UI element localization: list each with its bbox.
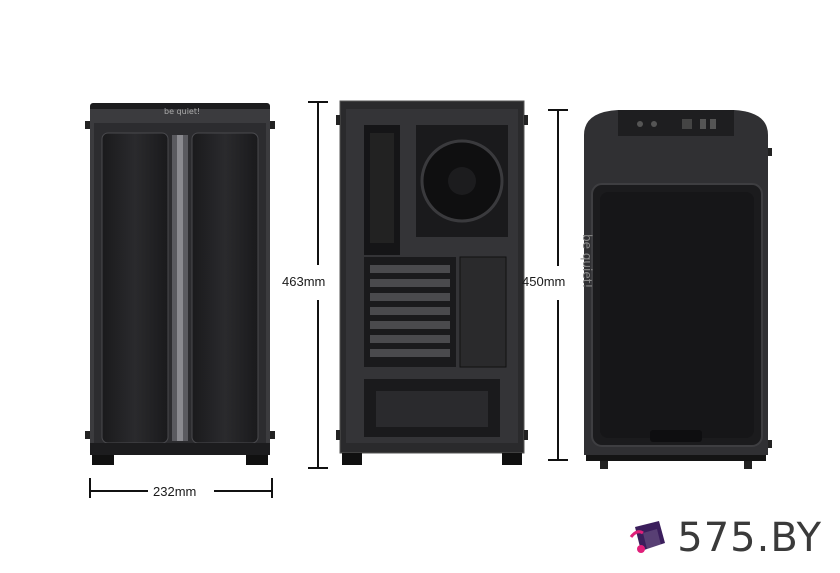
watermark-brand: 575.BY [629, 515, 822, 561]
front-foot-right [246, 455, 268, 465]
front-logo: be quiet! [164, 107, 201, 116]
side-height-dimension-line [548, 109, 568, 461]
width-dimension-line [89, 478, 273, 498]
front-right-panel [191, 132, 259, 444]
watermark-text: 575.BY [677, 515, 822, 561]
case-side-view [584, 110, 772, 469]
front-left-panel [101, 132, 169, 444]
brand-logo-icon [630, 521, 666, 553]
side-panel-handle [650, 430, 702, 442]
case-front-view [85, 103, 275, 465]
side-height-label: 450mm [522, 274, 566, 289]
front-foot-left [92, 455, 114, 465]
rear-height-label: 463mm [282, 274, 326, 289]
side-logo: be quiet! [580, 234, 594, 289]
case-rear-view [336, 100, 528, 465]
rear-height-dimension-line [308, 101, 328, 469]
width-label: 232mm [153, 484, 197, 499]
